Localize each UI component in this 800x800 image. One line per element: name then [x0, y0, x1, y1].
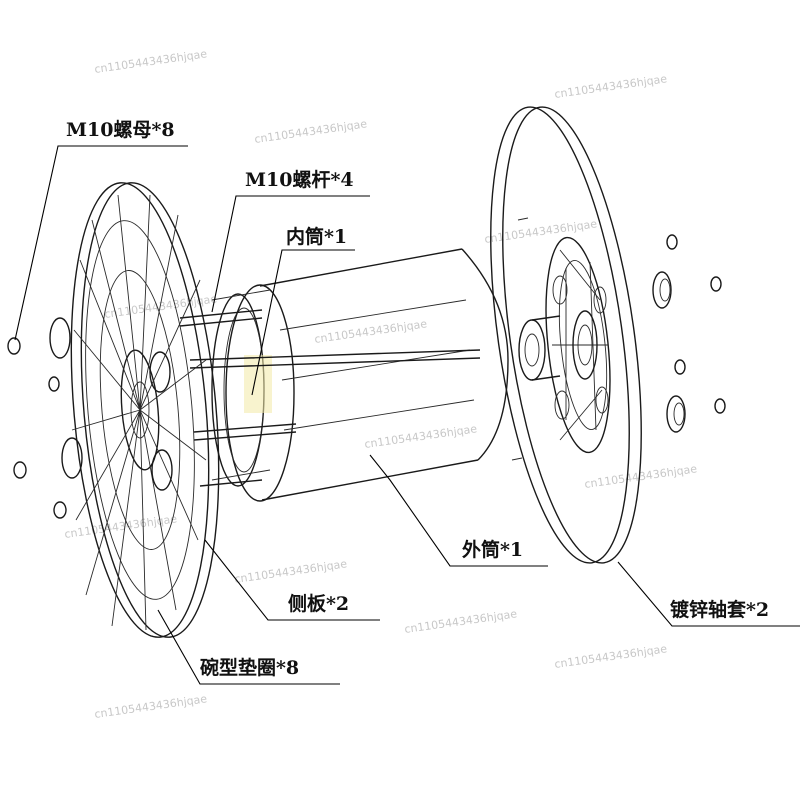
label-inner-tube: 内筒*1: [286, 225, 347, 248]
leader-lines: [14, 145, 800, 685]
watermark-10: cn1105443436hjqae: [234, 557, 348, 586]
callout-labels: M10螺母*8 M10螺杆*4 内筒*1 外筒*1 侧板*2 碗型垫圈*8 镀锌…: [66, 119, 769, 679]
watermark-1: cn1105443436hjqae: [94, 47, 208, 76]
leader-sleeve: [617, 561, 800, 627]
watermark-11: cn1105443436hjqae: [404, 607, 518, 636]
leader-outer-tube: [369, 454, 548, 567]
label-bolt: M10螺杆*4: [245, 168, 354, 191]
label-bowl-washer: 碗型垫圈*8: [200, 656, 299, 679]
left-side-plate: [49, 182, 220, 638]
leader-bowl-washer: [157, 609, 340, 685]
label-side-plate: 侧板*2: [288, 592, 349, 615]
leader-nut: [14, 145, 188, 341]
watermark-4: cn1105443436hjqae: [484, 217, 598, 246]
right-side-plate: [490, 106, 642, 564]
outer-tube: [225, 248, 509, 502]
galvanized-sleeve: [518, 315, 561, 381]
watermark-13: cn1105443436hjqae: [94, 692, 208, 721]
left-nuts: [7, 337, 67, 519]
watermark-7: cn1105443436hjqae: [364, 422, 478, 451]
leader-inner-tube: [251, 249, 355, 396]
right-fasteners: [652, 234, 726, 433]
label-outer-tube: 外筒*1: [462, 538, 523, 561]
watermarks: cn1105443436hjqae cn1105443436hjqae cn11…: [64, 47, 698, 721]
watermark-12: cn1105443436hjqae: [554, 642, 668, 671]
watermark-2: cn1105443436hjqae: [554, 72, 668, 101]
leader-bolt: [211, 195, 370, 313]
label-sleeve: 镀锌轴套*2: [670, 598, 769, 621]
label-nut: M10螺母*8: [66, 119, 175, 141]
watermark-3: cn1105443436hjqae: [254, 117, 368, 146]
leader-side-plate: [204, 539, 380, 621]
